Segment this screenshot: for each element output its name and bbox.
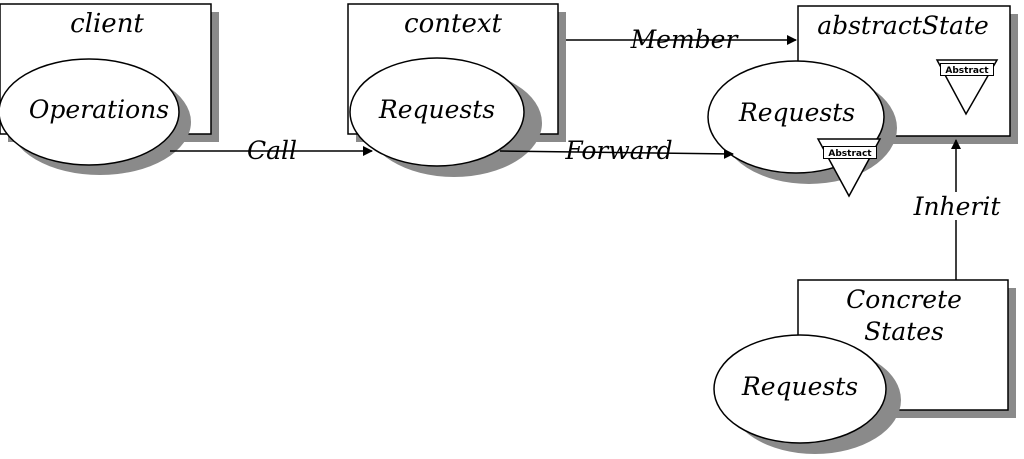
- context-method: Requests: [378, 95, 495, 124]
- call-label: Call: [247, 136, 297, 165]
- client-class: client Operations: [0, 3, 219, 175]
- concrete-states-title-line2: States: [864, 317, 944, 346]
- abstract-state-method: Requests: [738, 98, 855, 127]
- inherit-edge: Inherit: [912, 139, 1004, 280]
- abstract-method-badge-label: Abstract: [828, 149, 872, 159]
- abstract-state-title: abstractState: [817, 11, 989, 40]
- client-title: client: [70, 9, 144, 39]
- abstract-class-badge: Abstract: [935, 59, 999, 116]
- context-title: context: [404, 9, 502, 39]
- member-edge: Member: [566, 25, 797, 54]
- concrete-states-class: Concrete States Requests: [713, 279, 1016, 454]
- forward-edge: Forward: [499, 136, 734, 165]
- member-label: Member: [630, 25, 740, 54]
- concrete-states-method: Requests: [741, 372, 858, 401]
- forward-label: Forward: [564, 136, 672, 165]
- abstract-method-badge: Abstract: [816, 138, 882, 198]
- call-edge: Call: [170, 136, 373, 165]
- context-class: context Requests: [347, 3, 566, 177]
- inherit-label: Inherit: [913, 192, 1002, 221]
- client-method: Operations: [29, 95, 169, 124]
- abstract-state-class: abstractState Abstract Requests Abstract: [707, 5, 1018, 198]
- concrete-states-title-line1: Concrete: [846, 285, 962, 314]
- abstract-class-badge-label: Abstract: [945, 66, 989, 76]
